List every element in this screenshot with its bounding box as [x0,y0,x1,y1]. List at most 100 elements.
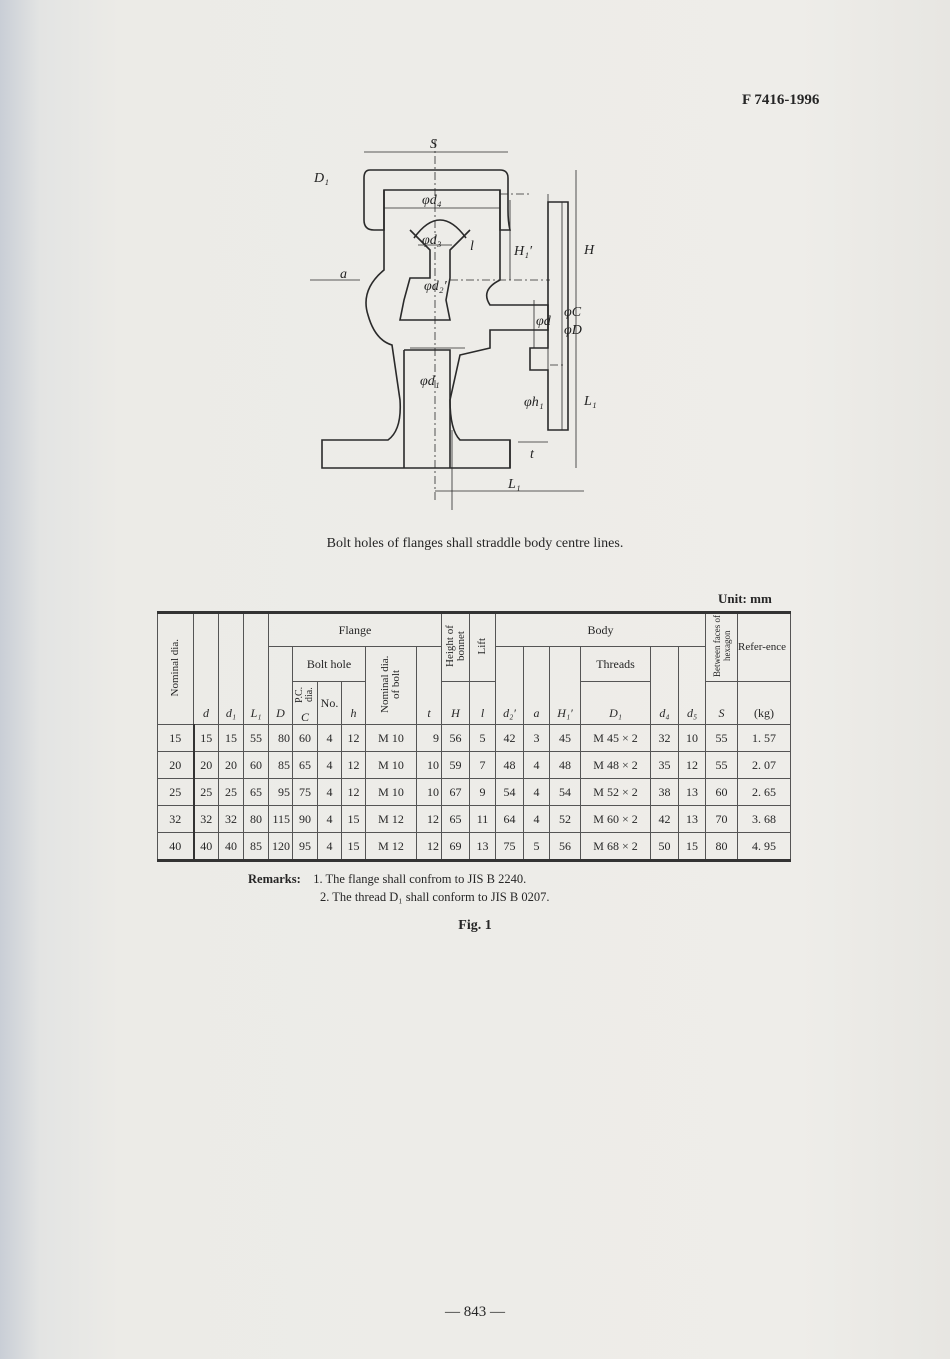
table-cell: M 10 [365,724,417,752]
header-flange: Flange [267,612,443,647]
header-H1: H₁′ [549,646,582,725]
table-cell: 40 [218,832,244,861]
table-cell: 67 [441,778,471,806]
remark-item: 1. The flange shall confrom to JIS B 224… [313,872,527,886]
table-cell: 40 [157,832,195,861]
table-cell: 56 [441,724,471,752]
label-h1: φh₁ [524,395,544,410]
table-cell: 4 [523,751,551,779]
table-cell: 9 [469,778,497,806]
table-cell: 80 [705,832,739,861]
table-cell: 15 [193,724,219,752]
valve-drawing: S D₁ φd₄ φd₃ φd₂′ a l H₁′ H φd φC φD φd₁… [310,137,597,510]
remarks-label: Remarks: [248,872,301,886]
table-cell: 7 [469,751,497,779]
table-cell: 55 [705,751,739,779]
table-cell: 95 [268,778,293,806]
table-cell: 15 [678,832,707,861]
unit-label: Unit: mm [718,591,772,606]
table-cell: M 12 [365,805,417,833]
header-H: H [441,681,471,725]
table-cell: 3 [523,724,551,752]
header-l: l [469,681,497,725]
table-cell: 32 [650,724,680,752]
table-cell: 15 [157,724,195,752]
table-cell: 65 [292,751,318,779]
label-H1: H₁′ [513,244,533,259]
table-cell: 65 [243,778,269,806]
label-L1-bottom: L₁ [507,477,521,492]
table-cell: 20 [193,751,219,779]
table-cell: M 48 × 2 [580,751,652,779]
body-bottom [403,349,511,468]
table-cell: M 68 × 2 [580,832,652,861]
table-cell: 35 [650,751,680,779]
header-L1: L₁ [243,612,269,725]
label-H: H [583,243,595,258]
table-cell: M 60 × 2 [580,805,652,833]
header-lift: Lift [469,612,497,682]
table-cell: 80 [268,724,293,752]
table-cell: 65 [441,805,471,833]
table-cell: 40 [193,832,219,861]
standard-code: F 7416-1996 [742,92,820,108]
table-cell: 5 [469,724,497,752]
table-cell: 13 [469,832,497,861]
table-cell: 5 [523,832,551,861]
table-cell: M 10 [365,778,417,806]
header-t: t [415,646,443,725]
table-cell: 4 [317,805,342,833]
table-cell: 50 [650,832,680,861]
table-cell: 10 [678,724,707,752]
table-cell: 55 [705,724,739,752]
stem-outline [413,219,467,239]
table-cell: 13 [678,778,707,806]
table-cell: 115 [268,805,293,833]
header-S: S [705,681,739,725]
table-cell: 38 [650,778,680,806]
table-cell: 1. 57 [737,724,792,752]
table-cell: 25 [218,778,244,806]
label-D: φD [564,323,582,338]
table-cell: 45 [549,724,582,752]
table-cell: 13 [678,805,707,833]
header-d4: d₄ [650,646,680,725]
table-cell: 60 [705,778,739,806]
body-outline [321,190,549,469]
table-cell: 20 [218,751,244,779]
table-cell: M 12 [365,832,417,861]
table-cell: 69 [441,832,471,861]
header-a: a [523,646,551,725]
label-L1-right: L₁ [583,394,597,409]
table-cell: 12 [341,778,366,806]
table-cell: 54 [495,778,525,806]
table-cell: 52 [549,805,582,833]
table-cell: 59 [441,751,471,779]
table-cell: 2. 07 [737,751,792,779]
table-cell: 11 [469,805,497,833]
table-cell: 12 [341,724,366,752]
table-cell: 95 [292,832,318,861]
table-cell: 4 [317,751,342,779]
header-between-faces: Between faces of hexagon [705,612,739,682]
header-d: d [193,612,219,725]
table-cell: 4 [317,832,342,861]
table-cell: 25 [193,778,219,806]
table-cell: 12 [415,805,443,833]
table-cell: 85 [243,832,269,861]
table-cell: 70 [705,805,739,833]
label-d4: φd₄ [422,193,442,208]
header-kg: (kg) [737,681,792,725]
table-cell: 60 [243,751,269,779]
table-cell: M 45 × 2 [580,724,652,752]
remark-item: 2. The thread D₁ shall conform to JIS B … [320,890,550,904]
disc-outline [399,229,471,321]
header-h: h [341,681,366,725]
label-d: φd [536,314,552,329]
label-S: S [430,137,437,152]
table-cell: 12 [415,832,443,861]
header-d2: d₂′ [495,646,525,725]
